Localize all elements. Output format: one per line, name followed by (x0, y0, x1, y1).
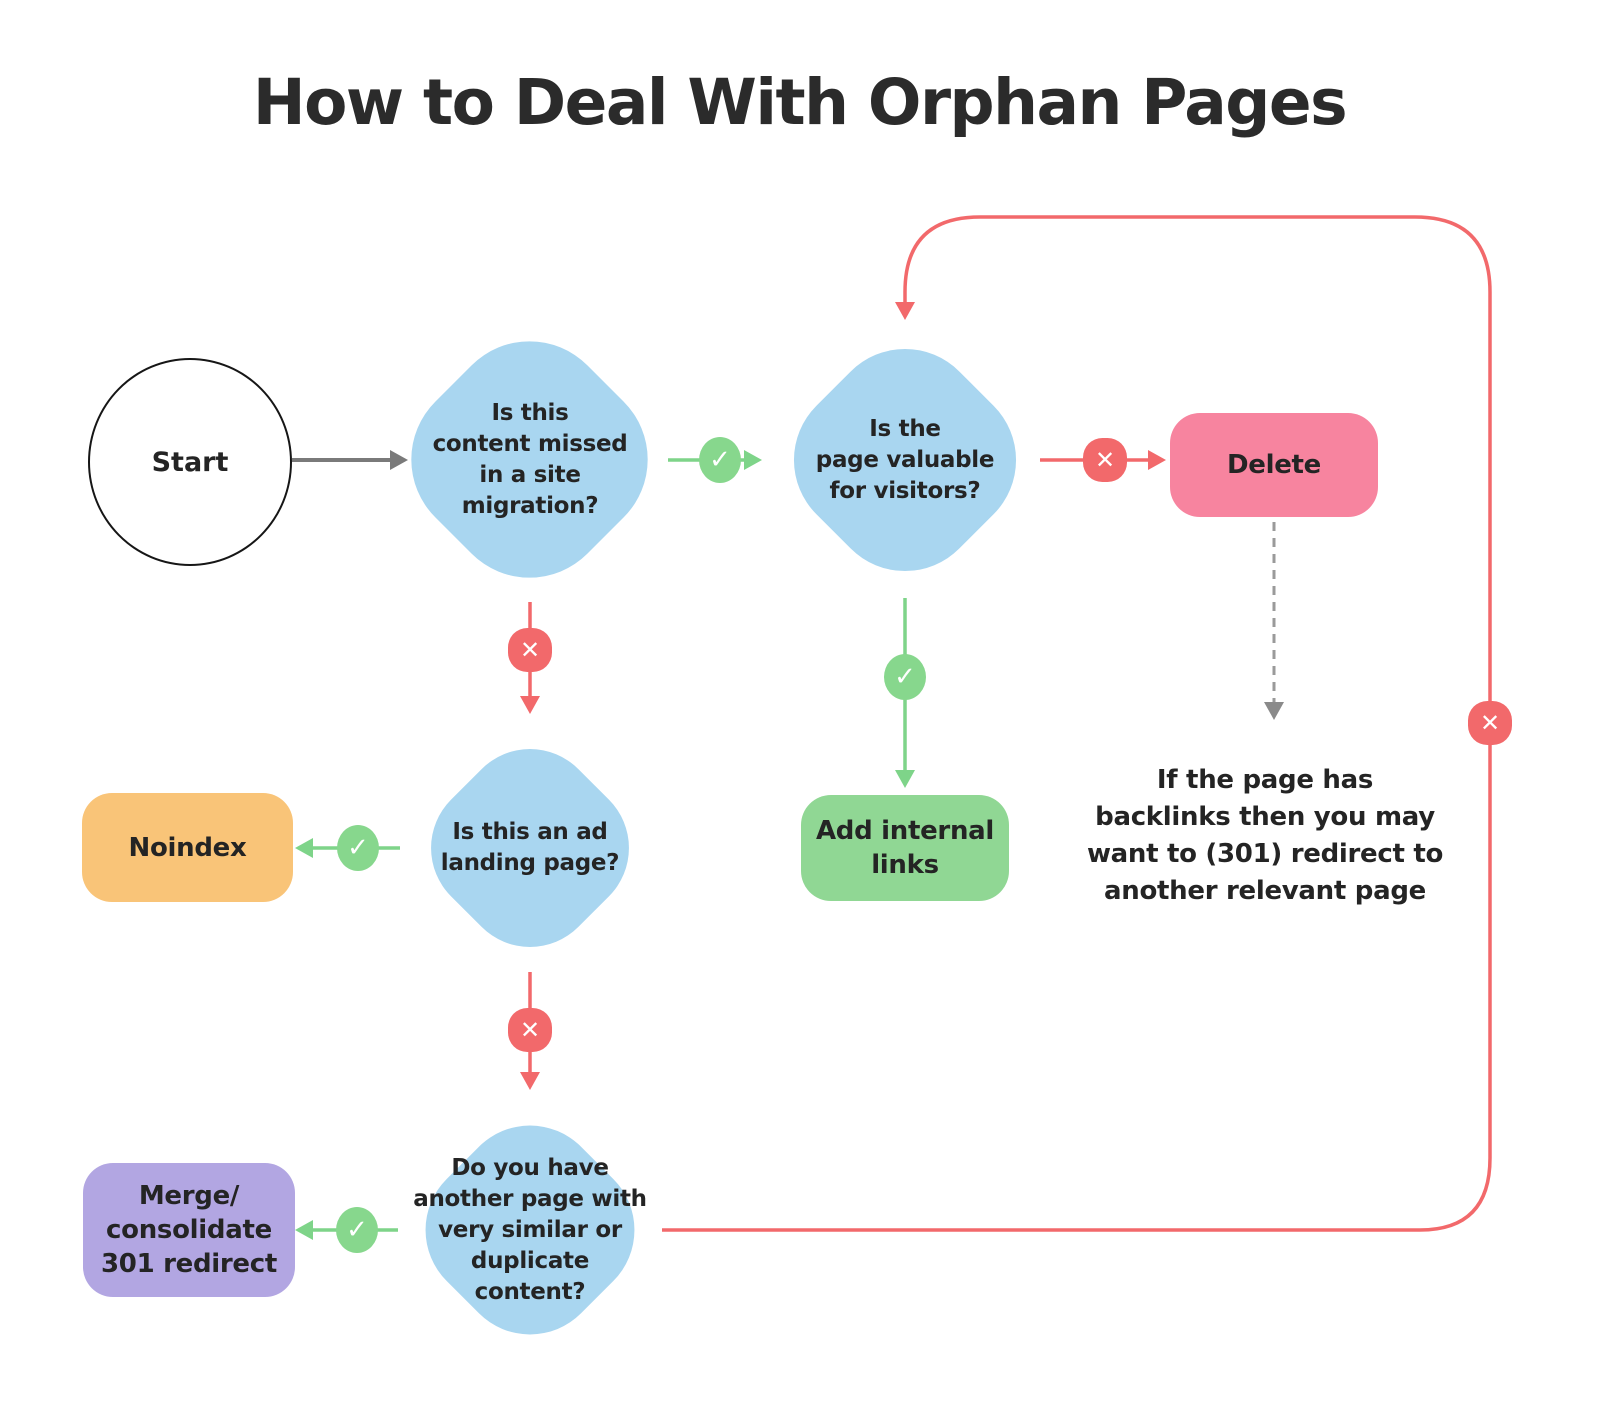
decision-site-migration-label: Is this content missed in a site migrati… (432, 400, 628, 519)
merge-redirect-action: Merge/ consolidate 301 redirect (83, 1163, 295, 1297)
add-internal-links-label: Add internal links (815, 816, 995, 880)
yes-check-icon: ✓ (699, 437, 741, 483)
noindex-action-label: Noindex (128, 832, 247, 863)
delete-action-label: Delete (1226, 450, 1322, 480)
backlinks-note: If the page has backlinks then you may w… (1086, 765, 1444, 906)
no-cross-icon: ✕ (508, 628, 552, 672)
decision-ad-landing-label: Is this an ad landing page? (440, 819, 620, 876)
decision-page-valuable-label: Is the page valuable for visitors? (815, 415, 995, 504)
yes-check-icon: ✓ (336, 1207, 378, 1253)
no-cross-icon: ✕ (1083, 438, 1127, 482)
no-cross-icon: ✕ (1468, 701, 1512, 745)
yes-check-icon: ✓ (884, 654, 926, 700)
yes-check-icon: ✓ (337, 825, 379, 871)
decision-duplicate-content-label: Do you have another page with very simil… (413, 1154, 647, 1305)
start-label: Start (151, 446, 229, 478)
noindex-action: Noindex (82, 793, 293, 902)
merge-redirect-label: Merge/ consolidate 301 redirect (100, 1181, 277, 1279)
page-title: How to Deal With Orphan Pages (252, 66, 1348, 139)
add-internal-links-action: Add internal links (801, 795, 1009, 901)
delete-action: Delete (1170, 413, 1378, 517)
no-cross-icon: ✕ (508, 1008, 552, 1052)
start-node: Start (88, 358, 292, 566)
